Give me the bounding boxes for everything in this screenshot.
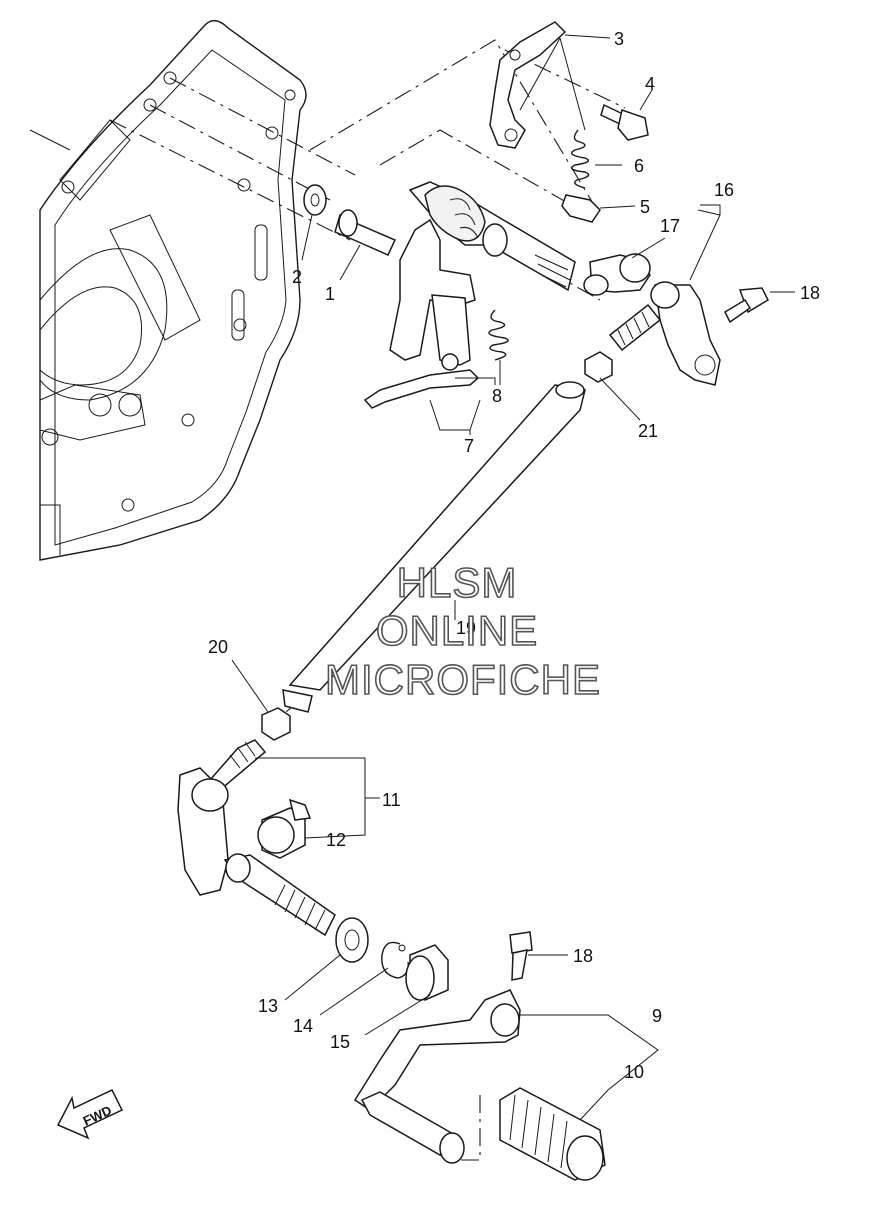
crankcase-cover (29, 20, 307, 561)
callout-15: 15 (330, 1032, 350, 1052)
nut-part-20 (261, 707, 291, 741)
callout-17: 17 (660, 216, 680, 236)
bolt-part-18-upper (724, 287, 769, 324)
leader-lines (231, 34, 795, 1121)
watermark: HLSM ONLINE MICROFICHE (324, 558, 601, 704)
callout-19: 19 (456, 618, 476, 638)
callout-3: 3 (614, 29, 624, 49)
shift-shaft-assembly (363, 181, 576, 409)
collar-part-17 (583, 253, 651, 296)
callout-18-upper: 18 (800, 283, 820, 303)
callout-20: 20 (208, 637, 228, 657)
callout-2: 2 (292, 267, 302, 287)
lower-shift-shaft (223, 853, 336, 937)
callout-10: 10 (624, 1062, 644, 1082)
shift-pedal-part-9 (353, 989, 521, 1164)
callout-14: 14 (293, 1016, 313, 1036)
callout-21: 21 (638, 421, 658, 441)
pin-part-5 (561, 194, 601, 223)
callout-12: 12 (326, 830, 346, 850)
watermark-line-3: MICROFICHE (325, 656, 601, 703)
lever-assembly-part-11 (177, 739, 312, 896)
bolt-part-18-lower (509, 931, 533, 981)
callout-5: 5 (640, 197, 650, 217)
spring-part-6 (571, 129, 590, 189)
washer-part-2 (303, 184, 327, 216)
callout-16: 16 (714, 180, 734, 200)
circlip-part-14 (381, 941, 409, 979)
washer-part-13 (335, 917, 369, 963)
callout-9: 9 (652, 1006, 662, 1026)
callout-13: 13 (258, 996, 278, 1016)
callout-4: 4 (645, 74, 655, 94)
callout-11: 11 (382, 790, 401, 810)
bolt-part-1 (334, 209, 397, 256)
stopper-lever-part-3 (489, 21, 567, 149)
nut-part-21 (584, 351, 613, 383)
callout-6: 6 (634, 156, 644, 176)
rubber-grip-part-10 (499, 1087, 606, 1181)
shift-rod-part-19 (282, 381, 586, 713)
forward-arrow-icon: FWD (56, 1089, 124, 1140)
watermark-line-1: HLSM (397, 559, 518, 606)
callout-labels: 1 2 3 4 5 6 7 8 9 10 11 12 13 14 15 16 1… (208, 29, 820, 1082)
callout-1: 1 (325, 284, 335, 304)
bolt-part-4 (600, 103, 649, 141)
watermark-line-2: ONLINE (376, 607, 538, 654)
collar-part-15 (405, 944, 449, 1001)
callout-7: 7 (464, 436, 474, 456)
callout-8: 8 (492, 386, 502, 406)
lever-assembly-part-16 (608, 281, 721, 386)
callout-18-lower: 18 (573, 946, 593, 966)
